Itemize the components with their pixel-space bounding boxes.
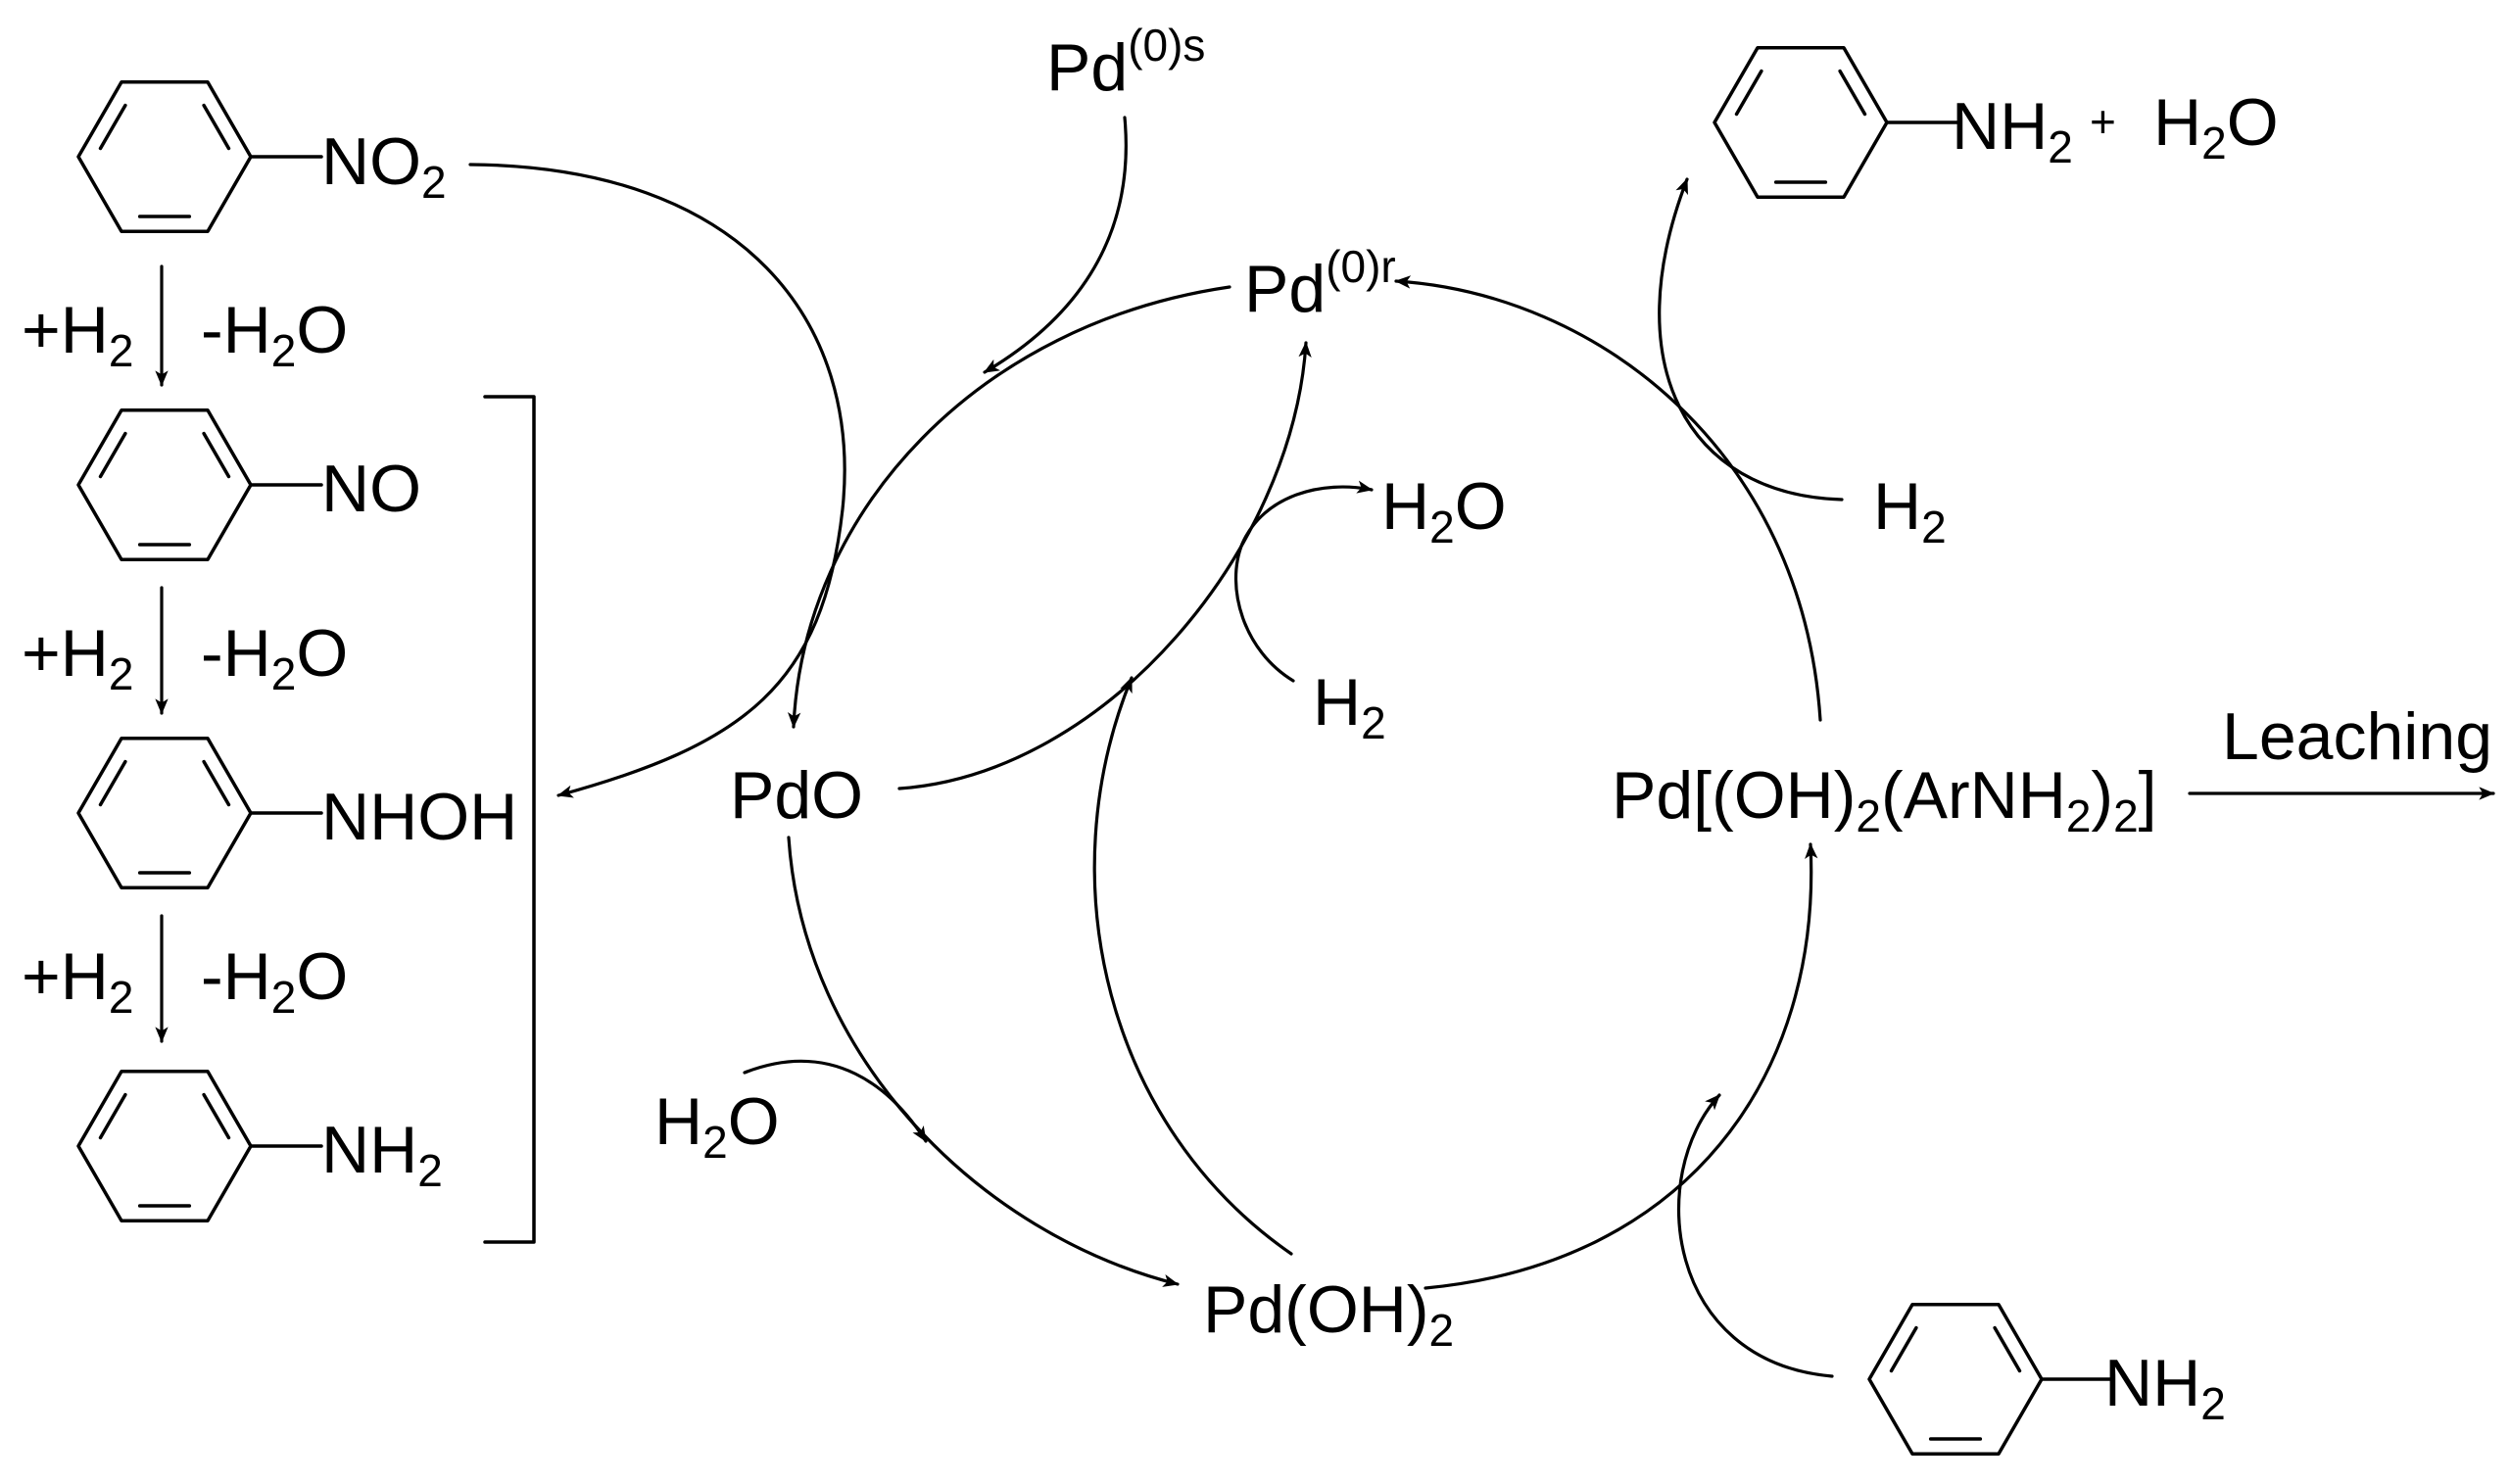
reduced-to-oxide-arrow: [788, 285, 1231, 729]
nitrobenzene-ring: [76, 80, 323, 233]
pd-source-label: Pd(0)s: [1046, 20, 1205, 105]
pd-hydroxide-label: Pd(OH)2: [1203, 1272, 1454, 1356]
leaching-label: Leaching: [2222, 699, 2492, 774]
water-in-arrow: [743, 1059, 928, 1143]
ring-double-bond: [98, 103, 127, 151]
reagent-label-1: +H2: [22, 293, 133, 376]
aniline-in-arrow: [1676, 1093, 1834, 1378]
ring-outline: [1713, 46, 1889, 199]
ring-double-bond: [202, 1092, 231, 1140]
ring-double-bond: [202, 103, 231, 151]
nitrosobenzene-ring: [76, 408, 323, 561]
oxide-to-hydroxide-arrow: [787, 836, 1180, 1287]
ring-outline: [76, 1070, 253, 1222]
h2o-out-label: H2O: [1381, 469, 1507, 552]
nitro-label: NO2: [321, 124, 447, 208]
ring-double-bond: [1993, 1325, 2022, 1373]
byproduct-label-2: -H2O: [201, 616, 348, 699]
h2-in-product-out-arrow: [1658, 177, 1844, 502]
ring-outline: [76, 737, 253, 889]
hydroxide-to-complex-arrow: [1424, 842, 1818, 1290]
ring-double-bond: [1734, 69, 1763, 117]
ring-double-bond: [1889, 1325, 1918, 1373]
product-plus-sign: +: [2090, 96, 2116, 147]
ring-double-bond: [98, 1092, 127, 1140]
pd-source-text: Pd(0)s: [1046, 20, 1205, 105]
product-aniline-ring: [1713, 46, 1959, 199]
ring-outline: [76, 80, 253, 233]
intermediates-bracket: [483, 395, 536, 1244]
ring-double-bond: [202, 759, 231, 807]
pd-source-arrow: [983, 116, 1128, 374]
pd-reduced-label: Pd(0)r: [1244, 241, 1396, 326]
hydroxide-to-reduced-arrow: [1092, 676, 1293, 1256]
pd-complex-label: Pd[(OH)2(ArNH2)2]: [1612, 758, 2157, 841]
product-water-label: H2O: [2153, 85, 2279, 168]
phenylhydroxylamine-ring: [76, 737, 323, 889]
byproduct-label-1: -H2O: [201, 293, 348, 376]
reactant-aniline-ring: [1867, 1303, 2114, 1456]
oxide-to-reduced-arrow: [897, 341, 1312, 790]
ring-outline: [76, 408, 253, 561]
ring-double-bond: [98, 759, 127, 807]
ring-double-bond: [98, 431, 127, 479]
amine-label: NH2: [321, 1113, 443, 1196]
byproduct-label-3: -H2O: [201, 939, 348, 1023]
aniline-ring: [76, 1070, 323, 1222]
nitro-group-label: NO2: [321, 124, 447, 208]
h2-h2o-exchange-arrow: [1233, 480, 1374, 683]
pd-oxide-label: PdO: [730, 758, 863, 833]
reactant-amine-label: NH2: [2104, 1346, 2226, 1429]
reagent-label-3: +H2: [22, 939, 133, 1023]
product-amine-label: NH2: [1952, 89, 2073, 172]
nitroso-label: NO: [321, 452, 421, 526]
reagent-label-2: +H2: [22, 616, 133, 699]
ring-double-bond: [202, 431, 231, 479]
h2-in-right-label: H2: [1873, 469, 1947, 552]
h2-in-inner-label: H2: [1313, 665, 1386, 748]
ring-double-bond: [1838, 69, 1867, 117]
h2o-in-label: H2O: [654, 1084, 780, 1168]
nitro-to-cycle-arrow: [468, 163, 846, 798]
hydroxylamine-label: NHOH: [321, 780, 517, 854]
ring-outline: [1867, 1303, 2044, 1456]
